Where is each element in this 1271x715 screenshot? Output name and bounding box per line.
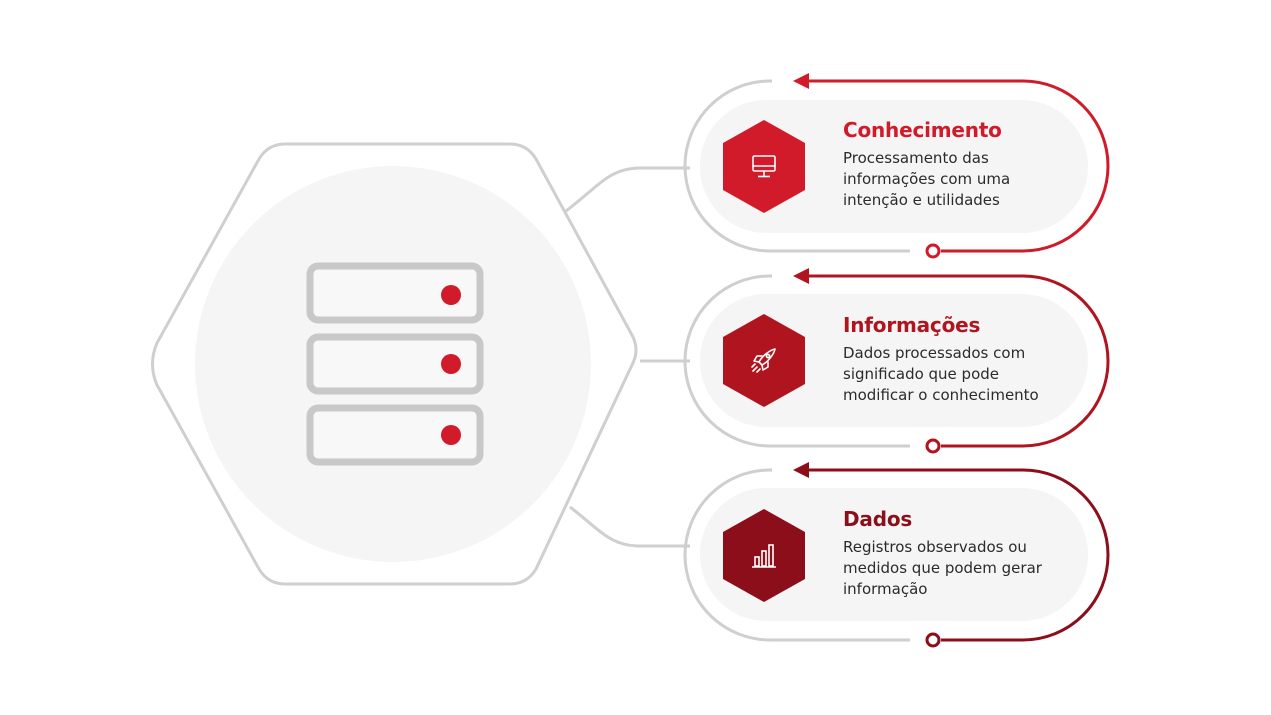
server-light-3 [441,425,461,445]
connector-top [565,166,690,213]
card-title: Conhecimento [843,118,1002,142]
end-dot [925,438,941,454]
card-accent-arc [804,468,1110,642]
description-line: modificar o conhecimento [843,386,1039,404]
card-gray-arc [683,468,910,642]
rocket-icon [751,348,776,373]
server-light-1 [441,285,461,305]
arrow-head [793,268,809,284]
server-unit-1 [306,262,484,324]
description-line: significado que pode [843,365,1000,383]
card-text-informacoes: Informações Dados processados com signif… [843,313,1093,406]
card-title: Dados [843,507,913,531]
monitor-icon [752,155,776,178]
card-text-dados: Dados Registros observados ou medidos qu… [843,507,1093,600]
icon-hexagon [723,314,805,407]
description-line: informações com uma [843,170,1011,188]
description-line: informação [843,580,928,598]
card-description: Registros observados ou medidos que pode… [843,537,1093,600]
end-dot [925,632,941,648]
connectors [565,166,690,548]
card-description: Dados processados com significado que po… [843,343,1093,406]
card-panel [700,294,1088,427]
description-line: Dados processados com [843,344,1026,362]
arrow-head [793,73,809,89]
card-dados [683,462,1110,648]
arrow-head [793,462,809,478]
server-unit-3 [306,404,484,466]
card-description: Processamento das informações com uma in… [843,148,1093,211]
server-unit-2 [306,333,484,395]
bar-chart-icon [752,544,776,568]
description-line: medidos que podem gerar [843,559,1042,577]
card-panel [700,100,1088,233]
card-title: Informações [843,313,981,337]
server-stack-icon [306,262,484,466]
card-panel [700,488,1088,621]
icon-hexagon [723,509,805,602]
card-gray-arc [683,79,910,253]
card-conhecimento [683,73,1110,259]
description-line: Processamento das [843,149,989,167]
card-informacoes [683,268,1110,454]
description-line: intenção e utilidades [843,191,1000,209]
end-dot [925,243,941,259]
card-accent-arc [804,79,1110,253]
connector-bottom [569,505,690,548]
server-light-2 [441,354,461,374]
card-text-conhecimento: Conhecimento Processamento das informaçõ… [843,118,1093,211]
card-accent-arc [804,274,1110,448]
card-gray-arc [683,274,910,448]
description-line: Registros observados ou [843,538,1027,556]
